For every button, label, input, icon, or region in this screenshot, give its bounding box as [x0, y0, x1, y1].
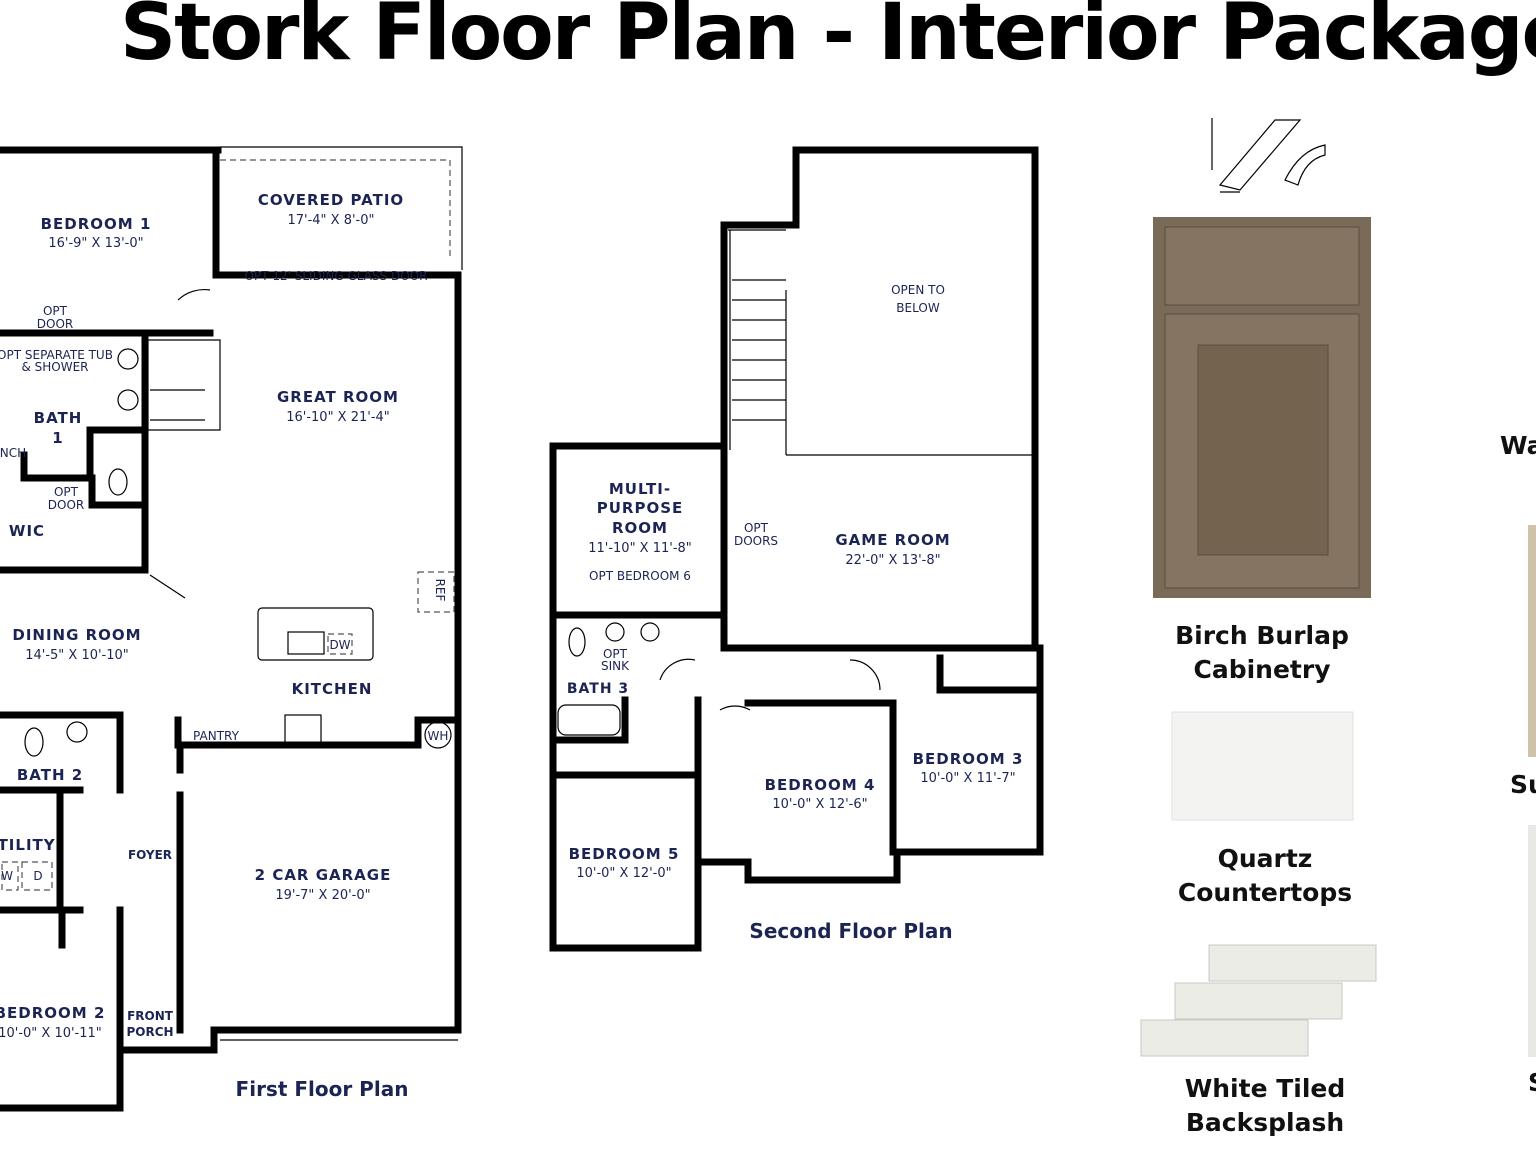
great-room-label: GREAT ROOM	[277, 388, 399, 406]
multi-purpose-dims: 11'-10" X 11'-8"	[588, 541, 692, 556]
washer-label: W	[1, 869, 13, 883]
covered-patio-label: COVERED PATIO	[258, 191, 404, 209]
first-floor-caption: First Floor Plan	[236, 1077, 409, 1101]
opt-doors-label-1: OPT	[744, 521, 769, 535]
cabinetry-label-2: Cabinetry	[1193, 655, 1330, 684]
dining-room-dims: 14'-5" X 10'-10"	[25, 648, 129, 663]
covered-patio-dims: 17'-4" X 8'-0"	[287, 213, 374, 228]
partial-sub-label: Su	[1510, 770, 1536, 799]
opt-note-2: OPT	[54, 485, 79, 499]
finish-swatches: Birch Burlap Cabinetry Quartz Countertop…	[1140, 118, 1536, 1137]
multi-purpose-label-1: MULTI-	[609, 480, 671, 498]
front-porch-label: FRONT	[127, 1009, 174, 1023]
wic-label: WIC	[9, 522, 45, 540]
partial-s-label: S	[1528, 1068, 1536, 1097]
door-note: DOOR	[37, 317, 73, 331]
opt-bedroom-6-label: OPT BEDROOM 6	[589, 569, 691, 583]
opt-doors-label-2: DOORS	[734, 534, 778, 548]
backsplash-label-1: White Tiled	[1185, 1074, 1346, 1103]
cabinet-door-swatch	[1153, 217, 1371, 598]
open-to-label: OPEN TO	[891, 283, 945, 297]
game-room-label: GAME ROOM	[835, 531, 950, 549]
partial-flooring-swatch	[1528, 525, 1536, 757]
bedroom-5-label: BEDROOM 5	[569, 845, 680, 863]
quartz-swatch	[1171, 711, 1354, 821]
kitchen-label: KITCHEN	[292, 680, 373, 698]
dining-room-label: DINING ROOM	[12, 626, 141, 644]
opt-sink-label-1: OPT	[603, 647, 628, 661]
bedroom-4-label: BEDROOM 4	[765, 776, 876, 794]
bath-1-number: 1	[52, 429, 63, 447]
opt-note: OPT	[43, 304, 68, 318]
dishwasher-label: DW	[329, 638, 350, 652]
door-note-2: DOOR	[48, 498, 84, 512]
partial-wall-label: Wa	[1500, 431, 1536, 460]
game-room-dims: 22'-0" X 13'-8"	[845, 553, 940, 568]
opt-sink-label-2: SINK	[601, 659, 630, 673]
quartz-label-2: Countertops	[1178, 878, 1352, 907]
bedroom-1-dims: 16'-9" X 13'-0"	[48, 236, 143, 251]
pantry-label: PANTRY	[193, 729, 240, 743]
shower-note: & SHOWER	[21, 360, 88, 374]
bedroom-4-dims: 10'-0" X 12'-6"	[772, 797, 867, 812]
first-floor-plan: BEDROOM 1 16'-9" X 13'-0" COVERED PATIO …	[0, 146, 463, 1112]
multi-purpose-label-3: ROOM	[612, 519, 668, 537]
bedroom-3-label: BEDROOM 3	[913, 750, 1024, 768]
bedroom-2-label: BEDROOM 2	[0, 1004, 105, 1022]
bedroom-1-label: BEDROOM 1	[41, 215, 152, 233]
foyer-label: FOYER	[128, 848, 172, 862]
bath-3-label: BATH 3	[567, 681, 629, 697]
front-porch-label-2: PORCH	[126, 1025, 173, 1039]
second-floor-plan: OPEN TO BELOW MULTI- PURPOSE ROOM 11'-10…	[549, 146, 1044, 952]
bedroom-5-dims: 10'-0" X 12'-0"	[576, 866, 671, 881]
cabinetry-label-1: Birch Burlap	[1175, 621, 1349, 650]
sliding-door-note: OPT 12' SLIDING GLASS DOOR	[245, 269, 428, 283]
second-floor-caption: Second Floor Plan	[749, 919, 952, 943]
partial-swatch-2	[1528, 825, 1536, 1057]
great-room-dims: 16'-10" X 21'-4"	[286, 410, 390, 425]
garage-dims: 19'-7" X 20'-0"	[275, 888, 370, 903]
bench-note: BENCH	[0, 446, 26, 460]
multi-purpose-label-2: PURPOSE	[597, 499, 684, 517]
quartz-label-1: Quartz	[1218, 844, 1313, 873]
ref-label: REF	[433, 579, 447, 602]
bath-2-label: BATH 2	[17, 766, 83, 784]
garage-label: 2 CAR GARAGE	[255, 866, 392, 884]
utility-label: UTILITY	[0, 836, 56, 854]
backsplash-label-2: Backsplash	[1186, 1108, 1344, 1137]
water-heater-label: WH	[428, 729, 449, 743]
backsplash-tile-swatch	[1140, 944, 1377, 1057]
dryer-label: D	[33, 869, 42, 883]
crown-molding-icon	[1211, 118, 1326, 193]
bedroom-3-dims: 10'-0" X 11'-7"	[920, 771, 1015, 786]
below-label: BELOW	[896, 301, 940, 315]
page-title: Stork Floor Plan - Interior Package	[120, 0, 1536, 78]
tub-note: OPT SEPARATE TUB	[0, 348, 113, 362]
bedroom-2-dims: 10'-0" X 10'-11"	[0, 1026, 102, 1041]
bath-1-label: BATH	[34, 409, 83, 427]
